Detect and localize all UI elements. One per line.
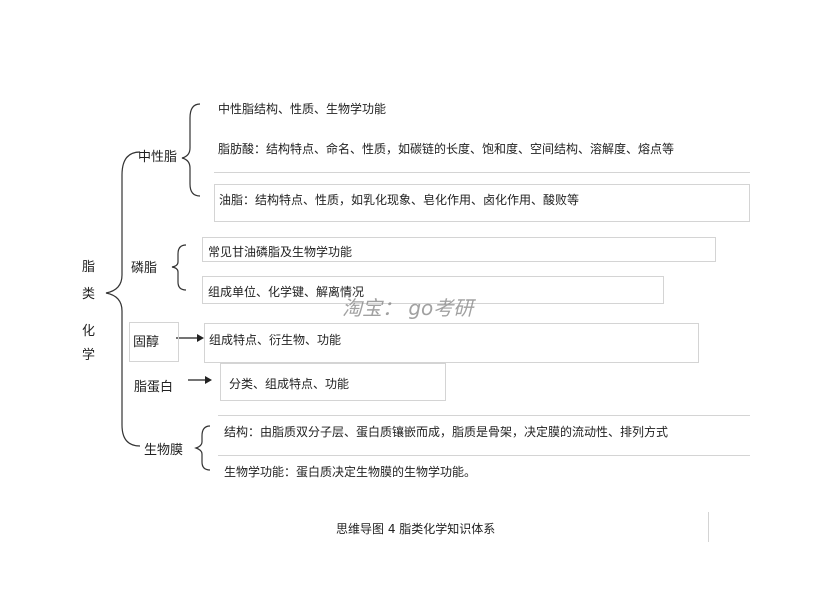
root-char-3: 化	[82, 324, 96, 339]
leaf-divider	[214, 172, 750, 173]
brace-zhongxingzhi	[181, 103, 201, 197]
watermark-text: 淘宝： go考研	[342, 296, 474, 320]
category-guchun-box	[129, 322, 179, 362]
category-zhidanbai: 脂蛋白	[134, 380, 174, 395]
leaf-linzhi-2: 组成单位、化学键、解离情况	[208, 285, 365, 299]
leaf-box-linzhi-1	[202, 237, 716, 262]
category-linzhi: 磷脂	[131, 261, 158, 276]
root-brace	[105, 151, 141, 447]
root-char-1: 脂	[82, 260, 96, 275]
leaf-zhongxingzhi-3: 油脂：结构特点、性质，如乳化现象、皂化作用、卤化作用、酸败等	[219, 193, 580, 207]
figure-caption: 思维导图 4 脂类化学知识体系	[336, 522, 496, 536]
leaf-box-youzhi	[214, 184, 750, 222]
leaf-box-zhidanbai	[220, 363, 446, 401]
category-guchun: 固醇	[133, 335, 160, 350]
leaf-divider-shengwumo-mid	[218, 455, 750, 456]
leaf-shengwumo-1: 结构：由脂质双分子层、蛋白质镶嵌而成，脂质是骨架，决定膜的流动性、排列方式	[224, 425, 669, 439]
leaf-box-guchun	[204, 323, 699, 363]
caption-divider	[708, 512, 709, 542]
category-zhongxingzhi: 中性脂	[138, 150, 178, 165]
arrow-guchun-head	[197, 334, 204, 342]
root-char-4: 学	[82, 348, 96, 363]
leaf-zhidanbai-1: 分类、组成特点、功能	[229, 377, 350, 391]
category-shengwumo: 生物膜	[144, 443, 184, 458]
leaf-linzhi-1: 常见甘油磷脂及生物学功能	[208, 245, 353, 259]
leaf-shengwumo-2: 生物学功能：蛋白质决定生物膜的生物学功能。	[224, 465, 477, 479]
root-char-2: 类	[82, 287, 96, 302]
leaf-box-linzhi-2	[202, 276, 664, 304]
arrow-zhidanbai-head	[205, 376, 212, 384]
brace-linzhi	[171, 244, 187, 291]
leaf-guchun-1: 组成特点、衍生物、功能	[209, 333, 342, 347]
leaf-zhongxingzhi-1: 中性脂结构、性质、生物学功能	[218, 102, 387, 116]
leaf-divider-shengwumo-top	[218, 415, 750, 416]
brace-shengwumo	[194, 425, 211, 471]
leaf-zhongxingzhi-2: 脂肪酸：结构特点、命名、性质，如碳链的长度、饱和度、空间结构、溶解度、熔点等	[218, 142, 675, 156]
